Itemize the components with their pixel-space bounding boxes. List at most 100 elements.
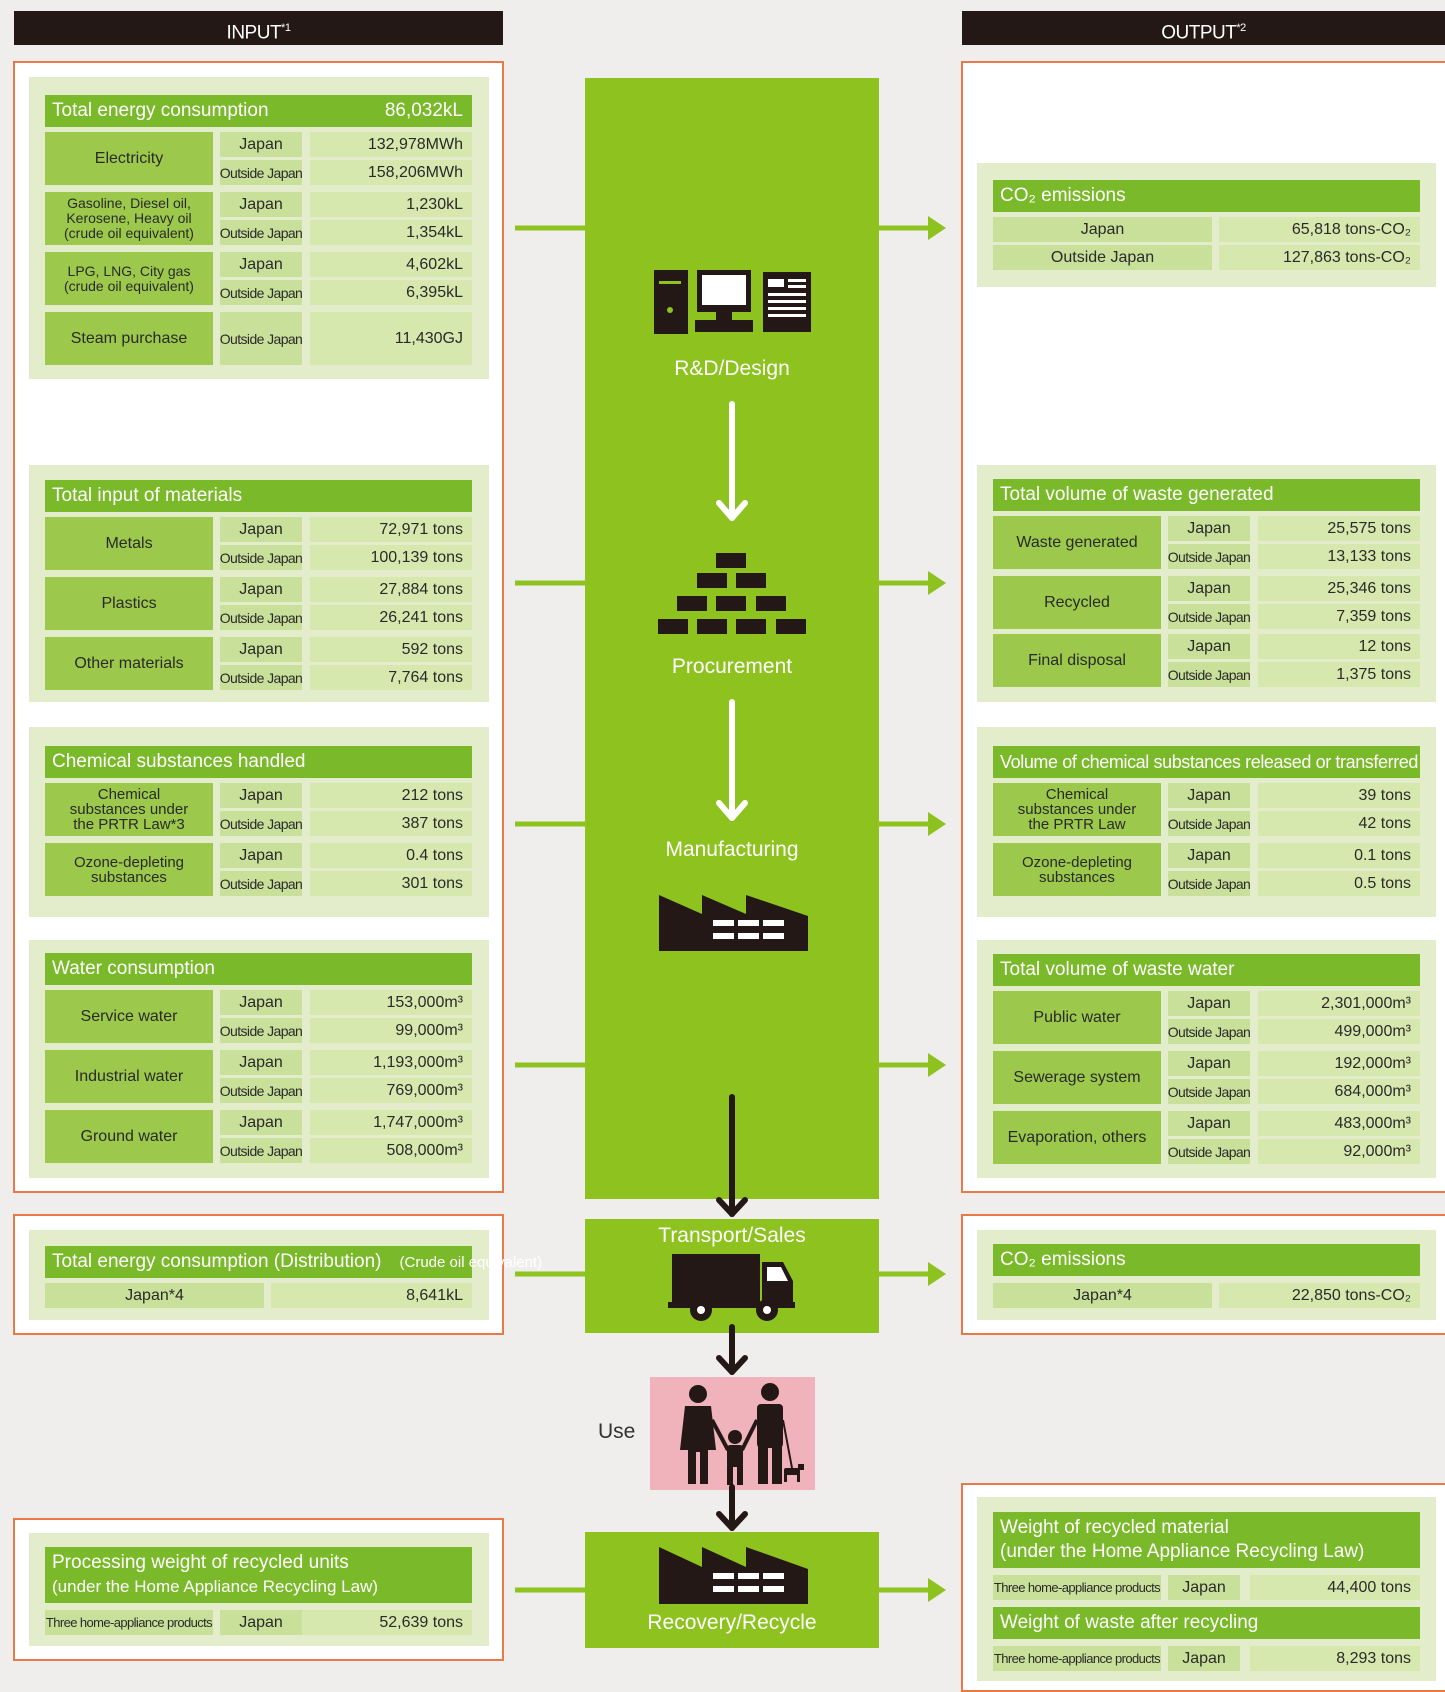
truck-icon	[668, 1254, 795, 1321]
co2-value: 127,863 tons-CO₂	[1219, 245, 1420, 270]
recycle-out-title-1: Weight of recycled material	[1000, 1517, 1229, 1538]
water-cat: Service water	[45, 990, 213, 1043]
chem-in-cat: Ozone-depleting substances	[45, 843, 213, 896]
recycle-out-title-bar: Weight of recycled material (under the H…	[993, 1512, 1420, 1568]
chem-out-value: 0.1 tons	[1258, 843, 1420, 868]
co2-loc-outside: Outside Japan	[993, 245, 1212, 270]
recycle-in-loc: Japan	[220, 1610, 302, 1635]
water-cat: Ground water	[45, 1110, 213, 1163]
wastewater-value: 92,000m³	[1258, 1139, 1420, 1164]
wastewater-loc-outside: Outside Japan	[1168, 1019, 1251, 1044]
materials-loc-outside: Outside Japan	[220, 665, 303, 690]
waste-loc-japan: Japan	[1168, 516, 1250, 541]
water-loc-japan: Japan	[220, 1110, 302, 1135]
wastewater-title-bar: Total volume of waste water	[993, 954, 1420, 986]
wastewater-value: 192,000m³	[1258, 1051, 1420, 1076]
wastewater-value: 499,000m³	[1258, 1019, 1420, 1044]
water-loc-japan: Japan	[220, 1050, 302, 1075]
chem-in-title-bar: Chemical substances handled	[45, 746, 472, 778]
energy-value: 132,978MWh	[310, 132, 472, 157]
waste-cat: Recycled	[993, 576, 1161, 629]
energy-value: 158,206MWh	[310, 160, 472, 185]
wastewater-value: 483,000m³	[1258, 1111, 1420, 1136]
waste-loc-japan: Japan	[1168, 576, 1250, 601]
waste-title-bar: Total volume of waste generated	[993, 479, 1420, 511]
dark-arrows	[716, 1094, 748, 1531]
wastewater-cat: Evaporation, others	[993, 1111, 1161, 1164]
input-header-label: INPUT	[226, 22, 282, 44]
blocks-icon	[658, 553, 806, 634]
dist-in-title: Total energy consumption (Distribution)	[52, 1251, 382, 1272]
chem-in-value: 301 tons	[310, 871, 472, 896]
materials-cat: Other materials	[45, 637, 213, 690]
recycle-out-cat: Three home-appliance products	[993, 1575, 1161, 1600]
arrowhead-to-use	[716, 1355, 748, 1375]
recycle-in-title-1: Processing weight of recycled units	[52, 1552, 349, 1573]
materials-loc-outside: Outside Japan	[220, 545, 303, 570]
chem-out-title-bar: Volume of chemical substances released o…	[993, 746, 1420, 778]
materials-value: 27,884 tons	[310, 577, 472, 602]
recycle-factory-icon	[659, 1547, 808, 1604]
water-value: 508,000m³	[310, 1138, 472, 1163]
energy-loc-japan: Japan	[220, 132, 302, 157]
waste-cat: Waste generated	[993, 516, 1161, 569]
output-header-label: OUTPUT	[1161, 22, 1237, 44]
co2-dist-title: CO₂ emissions	[1000, 1249, 1126, 1270]
family-icon	[680, 1383, 804, 1485]
co2-dist-value: 22,850 tons-CO₂	[1219, 1283, 1420, 1308]
wastewater-value: 2,301,000m³	[1258, 991, 1420, 1016]
arrowhead	[928, 1053, 946, 1077]
process-column	[585, 78, 879, 1199]
chem-in-cat: Chemical substances under the PRTR Law*3	[45, 783, 213, 836]
output-header: OUTPUT*2	[962, 11, 1445, 45]
materials-cat: Plastics	[45, 577, 213, 630]
chem-in-loc-outside: Outside Japan	[220, 871, 303, 896]
waste-loc-outside: Outside Japan	[1168, 544, 1251, 569]
water-value: 1,193,000m³	[310, 1050, 472, 1075]
wastewater-loc-japan: Japan	[1168, 1111, 1250, 1136]
waste-loc-japan: Japan	[1168, 634, 1250, 659]
water-title-bar: Water consumption	[45, 953, 472, 985]
input-header: INPUT*1	[14, 11, 503, 45]
water-value: 1,747,000m³	[310, 1110, 472, 1135]
recycle-in-value: 52,639 tons	[302, 1610, 472, 1635]
co2-title: CO₂ emissions	[1000, 185, 1126, 206]
energy-loc-outside: Outside Japan	[220, 312, 303, 365]
materials-value: 72,971 tons	[310, 517, 472, 542]
chem-out-loc-outside: Outside Japan	[1168, 871, 1251, 896]
wastewater-cat: Sewerage system	[993, 1051, 1161, 1104]
water-cat: Industrial water	[45, 1050, 213, 1103]
materials-value: 26,241 tons	[310, 605, 472, 630]
arrowhead	[928, 812, 946, 836]
chem-in-loc-japan: Japan	[220, 843, 302, 868]
water-value: 153,000m³	[310, 990, 472, 1015]
materials-loc-outside: Outside Japan	[220, 605, 303, 630]
chem-in-title: Chemical substances handled	[52, 751, 306, 772]
recycle-in-title-2: (under the Home Appliance Recycling Law)	[52, 1577, 379, 1596]
arrowhead	[928, 571, 946, 595]
wastewater-loc-outside: Outside Japan	[1168, 1139, 1251, 1164]
computer-icon	[654, 270, 811, 334]
energy-loc-outside: Outside Japan	[220, 160, 303, 185]
water-title: Water consumption	[52, 958, 215, 979]
output-header-note: *2	[1236, 22, 1246, 34]
energy-loc-outside: Outside Japan	[220, 220, 303, 245]
chem-in-value: 387 tons	[310, 811, 472, 836]
dist-in-value: 8,641kL	[271, 1283, 472, 1308]
materials-value: 100,139 tons	[310, 545, 472, 570]
factory-icon	[659, 895, 808, 951]
energy-value: 6,395kL	[310, 280, 472, 305]
materials-loc-japan: Japan	[220, 637, 302, 662]
wastewater-loc-japan: Japan	[1168, 1051, 1250, 1076]
arrowhead	[928, 1262, 946, 1286]
energy-total: 86,032kL	[384, 100, 463, 121]
water-value: 769,000m³	[310, 1078, 472, 1103]
energy-loc-japan: Japan	[220, 252, 302, 277]
arrowhead-to-transport	[716, 1197, 748, 1217]
arrowhead	[928, 1578, 946, 1602]
arrowhead-procurement-manufacturing	[716, 800, 748, 821]
stage-use: Use	[598, 1420, 636, 1443]
chem-out-cat: Chemical substances under the PRTR Law	[993, 783, 1161, 836]
chem-out-loc-japan: Japan	[1168, 783, 1250, 808]
stage-transport: Transport/Sales	[658, 1224, 806, 1247]
